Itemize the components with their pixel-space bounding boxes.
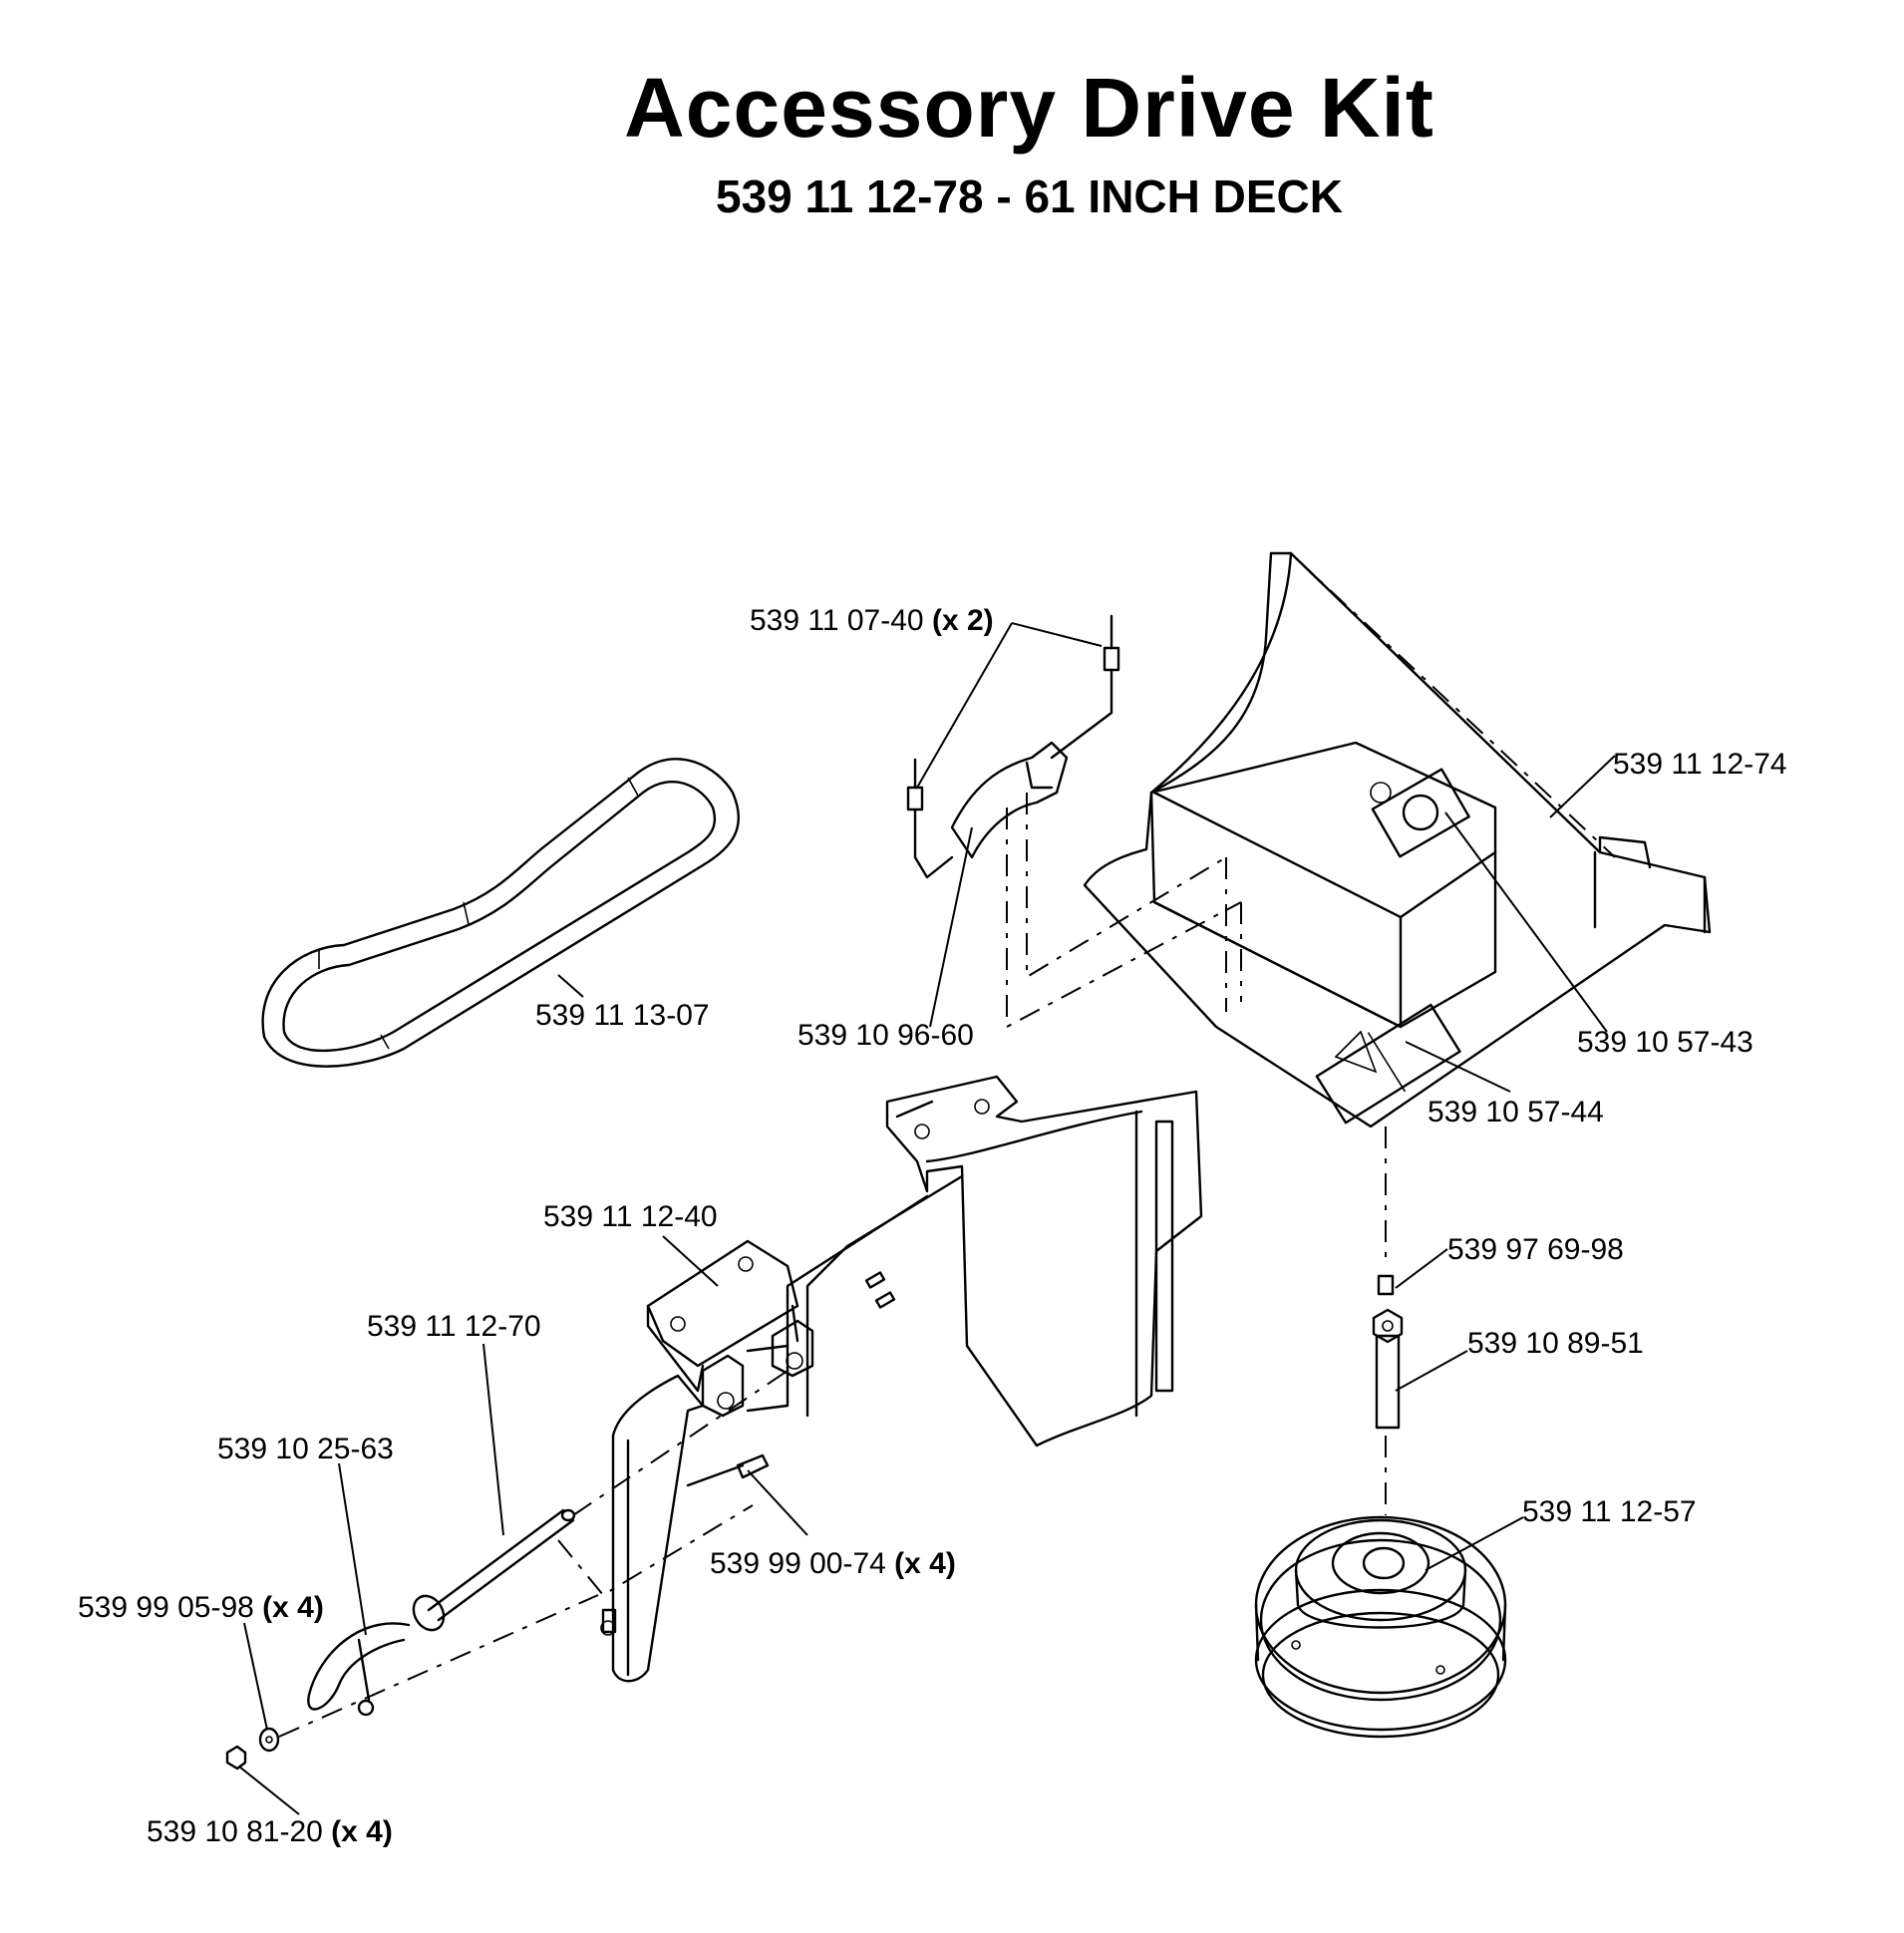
callout-label: 539 10 81-20 (x 4) [147, 1815, 393, 1848]
callout-label: 539 10 57-43 [1577, 1026, 1753, 1059]
drive-belt-drawing [261, 758, 741, 1068]
diagram-title: Accessory Drive Kit [624, 61, 1434, 155]
clips-and-idler-bracket-drawing [906, 614, 1242, 1029]
callout-label: 539 11 12-40 [543, 1200, 718, 1233]
callout-label: 539 10 57-44 [1428, 1096, 1604, 1128]
shaft-and-hardware-drawing [225, 1370, 789, 1771]
callout-leader-lines [238, 622, 1616, 1815]
chute-shield-drawing [600, 1075, 1203, 1683]
callout-labels: 539 11 07-40 (x 2) 539 11 12-74 539 11 1… [78, 604, 1787, 1848]
callout-label: 539 11 13-07 [535, 999, 710, 1032]
callout-label: 539 10 25-63 [217, 1433, 394, 1465]
diagram-subtitle: 539 11 12-78 - 61 INCH DECK [716, 170, 1343, 222]
callout-label: 539 10 89-51 [1467, 1327, 1644, 1360]
pulley-and-spacer-drawing [1254, 1127, 1507, 1739]
callout-label: 539 11 12-57 [1522, 1495, 1697, 1528]
callout-label: 539 99 00-74 (x 4) [710, 1547, 956, 1580]
callout-label: 539 97 69-98 [1447, 1233, 1624, 1266]
callout-label: 539 11 12-70 [367, 1310, 541, 1343]
callout-label: 539 99 05-98 (x 4) [78, 1591, 324, 1624]
callout-label: 539 10 96-60 [797, 1019, 974, 1052]
callout-label: 539 11 12-74 [1613, 748, 1787, 781]
callout-label: 539 11 07-40 (x 2) [750, 604, 994, 637]
